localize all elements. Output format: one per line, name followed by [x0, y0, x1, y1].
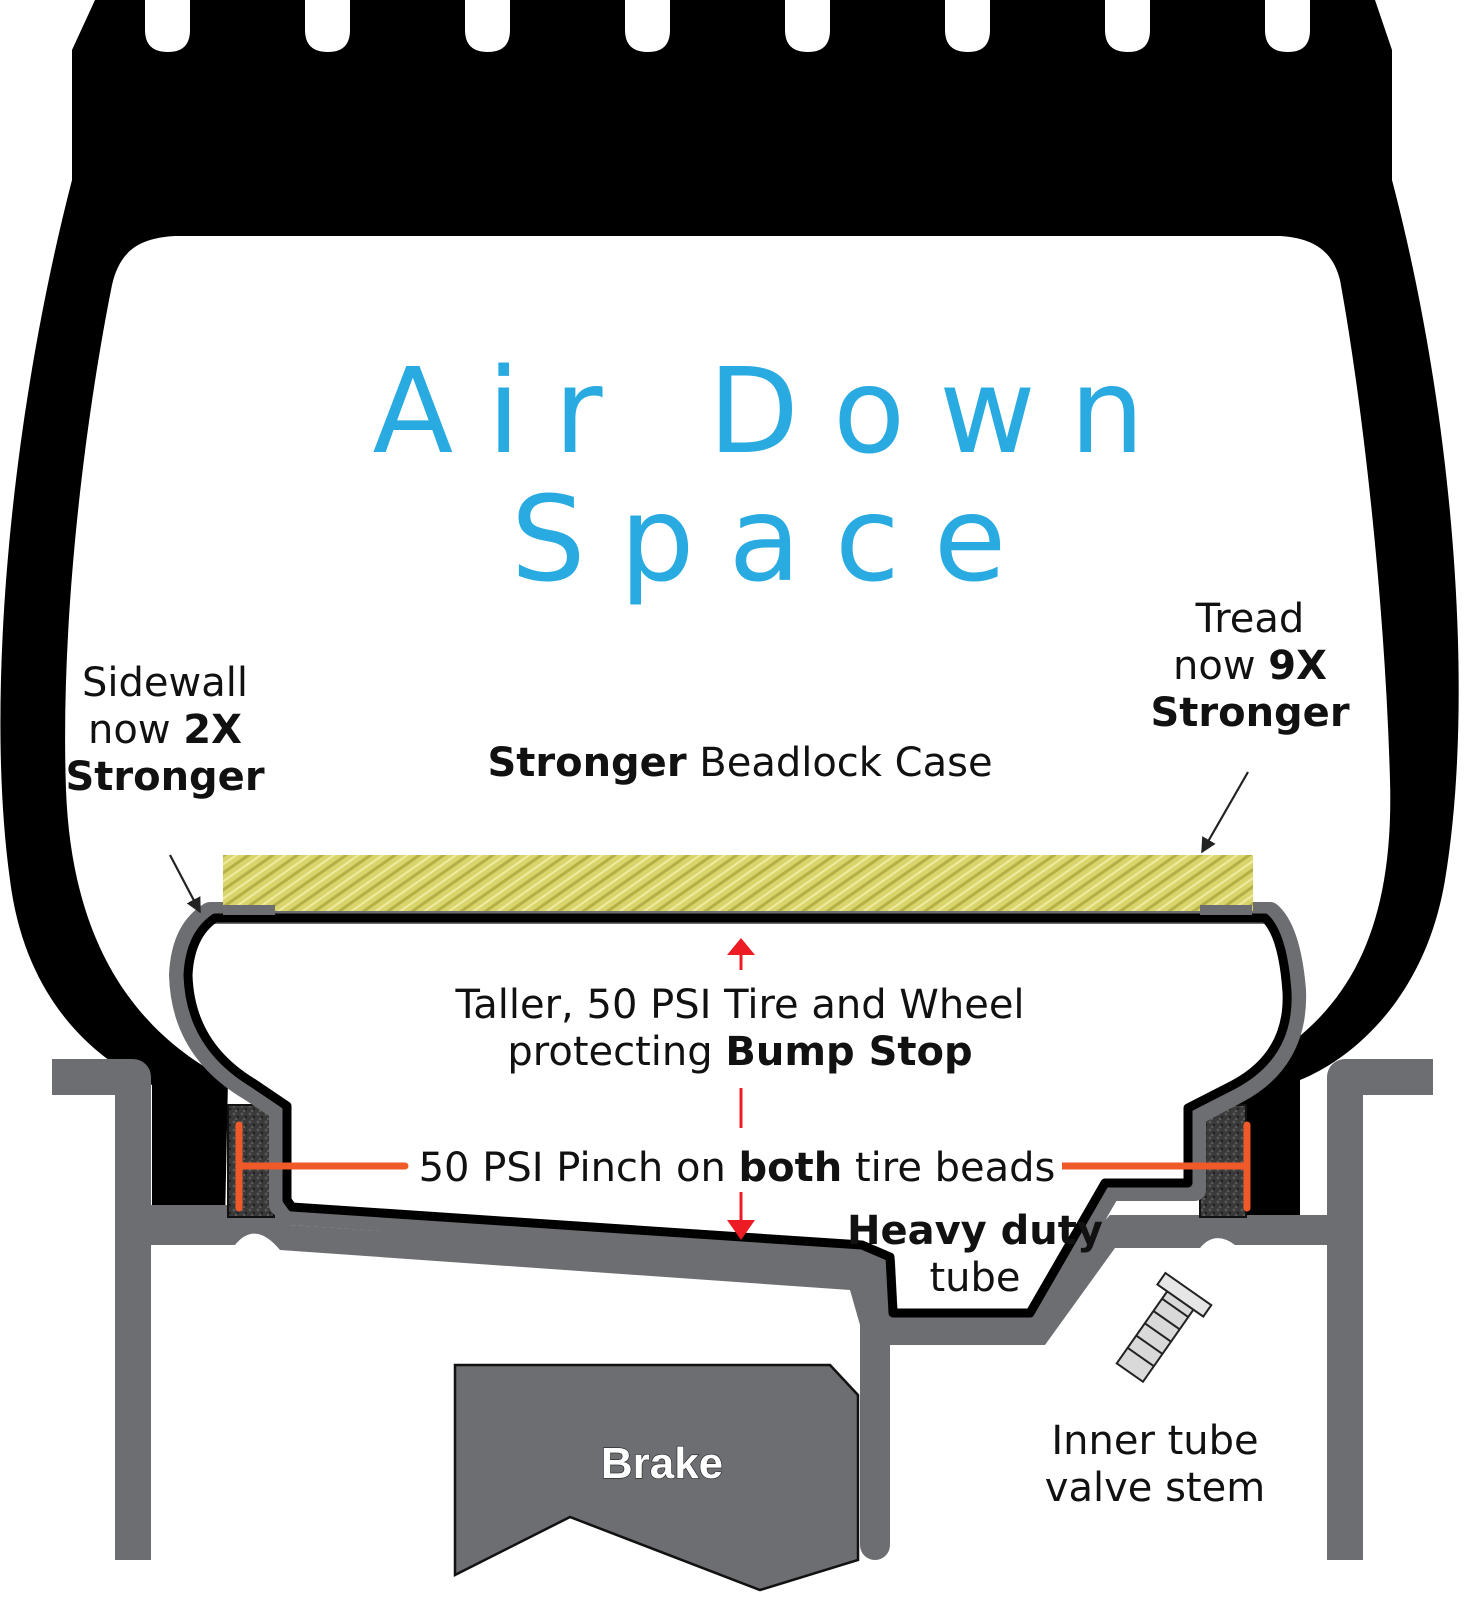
wheel-rim	[52, 1059, 1433, 1560]
pinch-bold: both	[738, 1145, 843, 1191]
tread-line-3: Stronger	[1150, 690, 1350, 737]
tire-body	[0, 0, 1459, 1222]
tread-pointer	[1201, 771, 1249, 854]
bead-rubber-left	[227, 1104, 275, 1218]
brake-label: Brake	[601, 1439, 723, 1488]
tread-line-2-pre: now	[1173, 643, 1269, 690]
pinch-label: 50 PSI Pinch on both tire beads	[412, 1145, 1062, 1193]
beadlock-end-left	[223, 905, 275, 915]
title-line-2: Space	[510, 470, 1041, 608]
bump-stop-arrow	[727, 938, 755, 1240]
heavy-duty-label: Heavy duty tube	[840, 1208, 1110, 1302]
tread-label: Tread now 9X Stronger	[1140, 596, 1360, 738]
taller-line-2-bold: Bump Stop	[725, 1029, 973, 1076]
pinch-post: tire beads	[842, 1145, 1056, 1191]
sidewall-line-2-pre: now	[88, 707, 184, 754]
wheel-rim-flange-left	[120, 1193, 895, 1325]
bead-rubber-right	[1199, 1104, 1247, 1218]
sidewall-line-2-bold: 2X	[183, 707, 242, 754]
brake-caliper	[453, 1363, 860, 1592]
pinch-pre: 50 PSI Pinch on	[418, 1145, 739, 1191]
title-line-1: Air Down	[372, 342, 1179, 480]
beadlock-case	[223, 855, 1253, 911]
taller-line-1: Taller, 50 PSI Tire and Wheel	[455, 982, 1025, 1028]
tread-line-1: Tread	[1195, 596, 1305, 642]
sidewall-line-3: Stronger	[65, 754, 265, 801]
taller-line-2-pre: protecting	[507, 1029, 726, 1076]
beadlock-end-right	[1200, 905, 1252, 915]
beadlock-rest: Beadlock Case	[686, 740, 993, 786]
inner-tube-inner-line	[183, 913, 1292, 1318]
valve-stem-line-2: valve stem	[1044, 1465, 1266, 1512]
sidewall-line-1: Sidewall	[82, 660, 248, 706]
pinch-indicator	[235, 1121, 1251, 1212]
taller-tire-label: Taller, 50 PSI Tire and Wheel protecting…	[400, 982, 1080, 1076]
valve-stem	[1115, 1271, 1213, 1384]
beadlock-label: Stronger Beadlock Case	[440, 740, 1040, 787]
valve-stem-label: Inner tube valve stem	[1020, 1418, 1290, 1512]
sidewall-pointer	[169, 854, 201, 914]
tread-line-2-bold: 9X	[1268, 643, 1327, 690]
valve-stem-line-1: Inner tube	[1051, 1418, 1259, 1464]
sidewall-label: Sidewall now 2X Stronger	[60, 660, 270, 802]
beadlock-bold: Stronger	[487, 740, 687, 786]
heavy-duty-line-1: Heavy duty	[847, 1208, 1103, 1254]
heavy-duty-line-2: tube	[929, 1255, 1021, 1302]
